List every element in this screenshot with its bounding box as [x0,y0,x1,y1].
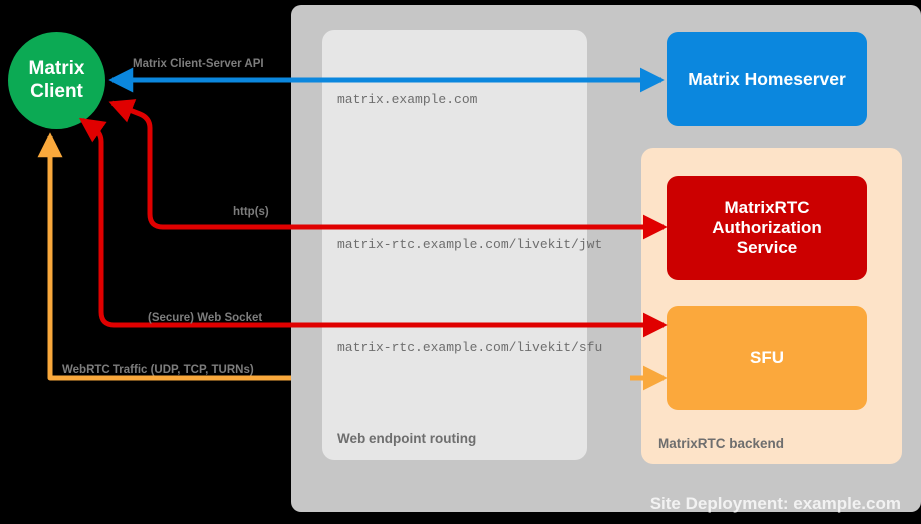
node-matrix-homeserver-label: Matrix Homeserver [688,68,846,89]
node-matrix-client[interactable]: Matrix Client [8,32,105,129]
edge-label-secure-web-socket: (Secure) Web Socket [148,312,263,324]
edge-label-matrix-client-server-api: Matrix Client-Server API [133,58,264,70]
auth-line1: MatrixRTC [724,197,810,217]
matrixrtc-backend-label: MatrixRTC backend [658,436,785,451]
auth-line2: Authorization [712,217,822,237]
node-sfu-label: SFU [750,347,784,367]
node-matrix-client-line1: Matrix [28,58,85,80]
node-sfu[interactable]: SFU [667,306,867,410]
endpoint-livekit-jwt: matrix-rtc.example.com/livekit/jwt [337,237,603,252]
node-matrix-homeserver[interactable]: Matrix Homeserver [667,32,867,126]
site-deployment-title: Site Deployment: example.com [649,494,901,513]
node-matrixrtc-authorization-service-label: MatrixRTC Authorization Service [712,198,822,258]
auth-line3: Service [736,238,798,258]
web-endpoint-routing-group: matrix.example.com matrix-rtc.example.co… [322,30,602,460]
endpoint-livekit-sfu: matrix-rtc.example.com/livekit/sfu [337,340,603,355]
edge-label-webrtc-traffic: WebRTC Traffic (UDP, TCP, TURNs) [62,364,254,376]
edge-label-https: http(s) [233,206,269,218]
endpoint-matrix-example-com: matrix.example.com [337,92,478,107]
node-matrixrtc-authorization-service[interactable]: MatrixRTC Authorization Service [667,176,867,280]
node-matrix-client-label: Matrix Client [29,58,85,103]
node-matrix-client-line2: Client [30,80,83,102]
web-endpoint-routing-label: Web endpoint routing [337,431,477,446]
